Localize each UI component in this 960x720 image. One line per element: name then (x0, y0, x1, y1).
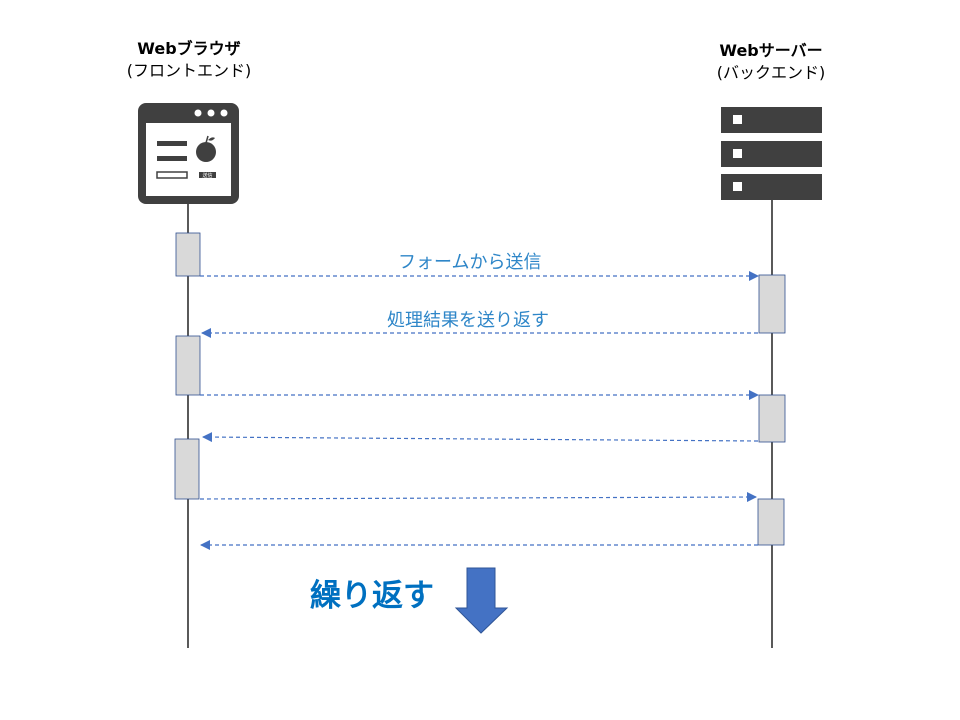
browser-icon: 送信 (138, 103, 239, 204)
server-label: Webサーバー (バックエンド) (682, 40, 860, 84)
apple-icon (196, 142, 216, 162)
icon-send-button-text: 送信 (202, 172, 212, 179)
server-activation (758, 394, 786, 443)
browser-subtitle: (フロントエンド) (126, 61, 252, 80)
server-title: Webサーバー (719, 41, 823, 60)
server-activation (757, 498, 785, 546)
browser-label: Webブラウザ (フロントエンド) (100, 38, 278, 82)
request-arrow (199, 492, 757, 503)
server-subtitle: (バックエンド) (716, 63, 826, 82)
down-arrow-icon (454, 567, 509, 634)
browser-activation (175, 335, 201, 396)
server-icon (721, 107, 822, 200)
browser-activation (175, 232, 201, 277)
message-label-send: フォームから送信 (398, 252, 542, 273)
message-label-return: 処理結果を送り返す (387, 310, 549, 331)
response-arrow (202, 432, 759, 443)
browser-activation (174, 438, 200, 500)
server-activation (758, 274, 786, 334)
repeat-label: 繰り返す (310, 578, 434, 614)
browser-title: Webブラウザ (137, 39, 241, 58)
